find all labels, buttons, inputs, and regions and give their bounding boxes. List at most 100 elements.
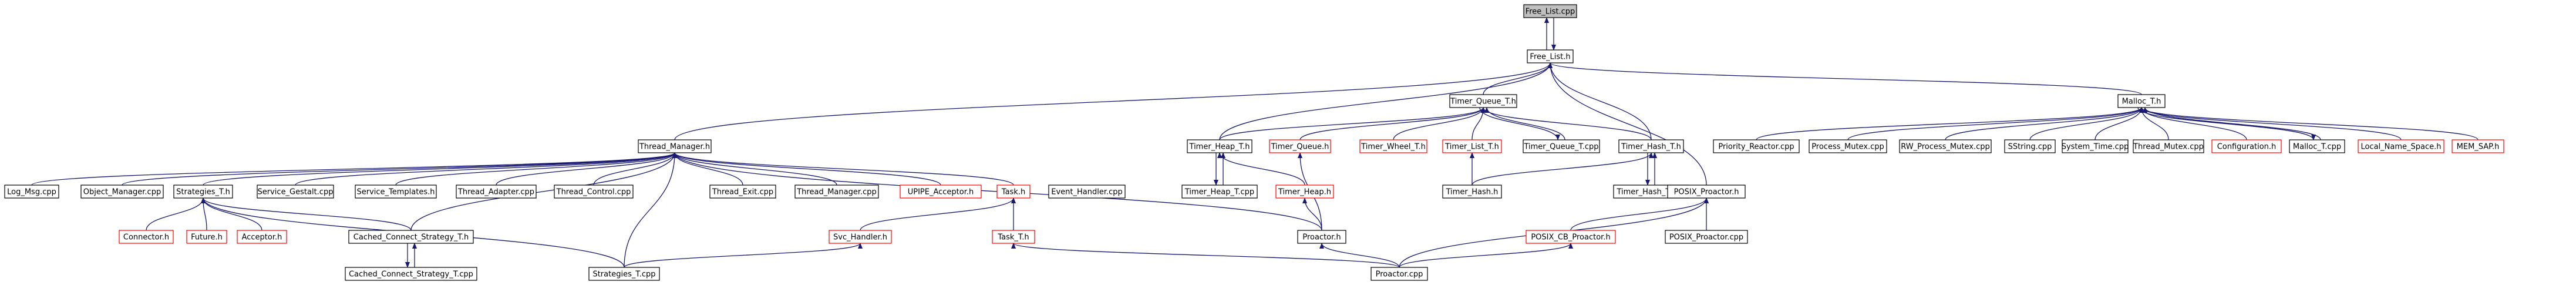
node-local-name-space-h[interactable]: Local_Name_Space.h: [2358, 139, 2444, 153]
node-box: [4, 185, 59, 199]
node-box: [1048, 185, 1126, 199]
node-mem-sap-h[interactable]: MEM_SAP.h: [2452, 139, 2504, 153]
node-posix-cb-proactor-h[interactable]: POSIX_CB_Proactor.h: [1526, 230, 1616, 244]
node-event-handler-cpp[interactable]: Event_Handler.cpp: [1048, 185, 1126, 199]
node-malloc-t-h[interactable]: Malloc_T.h: [2117, 94, 2166, 108]
node-label: Process_Mutex.cpp: [1811, 143, 1884, 152]
edge-proactor-cpp-to-posix-cb-proactor-h: [1399, 243, 1573, 268]
edge-task-h-to-thread-manager-h: [672, 152, 1014, 186]
node-label: Malloc_T.h: [2122, 98, 2161, 106]
node-label: Thread_Manager.cpp: [796, 188, 877, 197]
node-timer-queue-h[interactable]: Timer_Queue.h: [1269, 139, 1331, 153]
node-priority-reactor-cpp[interactable]: Priority_Reactor.cpp: [1713, 139, 1800, 153]
node-box: [900, 185, 982, 199]
node-label: Local_Name_Space.h: [2361, 143, 2441, 152]
node-label: Free_List.cpp: [1526, 8, 1575, 16]
node-connector-h[interactable]: Connector.h: [119, 230, 174, 244]
node-thread-manager-h[interactable]: Thread_Manager.h: [638, 139, 712, 153]
node-thread-mutex-cpp[interactable]: Thread_Mutex.cpp: [2133, 139, 2204, 153]
node-posix-proactor-cpp[interactable]: POSIX_Proactor.cpp: [1665, 230, 1748, 244]
edge-malloc-t-cpp-to-malloc-t-h: [2143, 107, 2321, 140]
node-label: Event_Handler.cpp: [1051, 188, 1123, 197]
edge-service-templates-h-to-thread-manager-h: [395, 152, 677, 186]
node-future-h[interactable]: Future.h: [186, 230, 227, 244]
edge-mem-sap-h-to-malloc-t-h: [2139, 107, 2479, 140]
node-label: Free_List.h: [1530, 53, 1570, 62]
node-svc-handler-h[interactable]: Svc_Handler.h: [829, 230, 892, 244]
node-label: System_Time.cpp: [2062, 143, 2129, 152]
node-label: Thread_Mutex.cpp: [2133, 143, 2204, 152]
node-system-time-cpp[interactable]: System_Time.cpp: [2062, 139, 2129, 153]
node-proactor-cpp[interactable]: Proactor.cpp: [1371, 267, 1428, 281]
node-label: Svc_Handler.h: [833, 233, 887, 242]
node-configuration-h[interactable]: Configuration.h: [2211, 139, 2282, 153]
edge-object-manager-cpp-to-thread-manager-h: [122, 152, 677, 186]
node-process-mutex-cpp[interactable]: Process_Mutex.cpp: [1809, 139, 1887, 153]
node-box: [2133, 139, 2204, 153]
node-proactor-h[interactable]: Proactor.h: [1297, 230, 1346, 244]
node-timer-queue-t-cpp[interactable]: Timer_Queue_T.cpp: [1523, 139, 1600, 153]
node-box: [355, 185, 437, 199]
edge-timer-hash-t-h-to-timer-queue-t-h: [1481, 107, 1652, 140]
node-service-templates-h[interactable]: Service_Templates.h: [355, 185, 437, 199]
node-service-gestalt-cpp[interactable]: Service_Gestalt.cpp: [257, 185, 334, 199]
edge-timer-queue-t-cpp-to-timer-queue-t-h: [1484, 107, 1565, 140]
node-strategies-t-cpp[interactable]: Strategies_T.cpp: [588, 267, 660, 281]
node-acceptor-h[interactable]: Acceptor.h: [237, 230, 287, 244]
node-log-msg-cpp[interactable]: Log_Msg.cpp: [4, 185, 59, 199]
node-task-t-h[interactable]: Task_T.h: [992, 230, 1035, 244]
node-thread-exit-cpp[interactable]: Thread_Exit.cpp: [709, 185, 776, 199]
node-label: Acceptor.h: [242, 233, 282, 242]
node-box: [2211, 139, 2282, 153]
edge-svc-handler-h-to-task-h: [860, 197, 1016, 231]
edge-malloc-t-h-to-malloc-t-cpp: [2137, 107, 2316, 140]
node-box: [1526, 230, 1616, 244]
node-box: [257, 185, 334, 199]
edge-connector-h-to-strategies-t-h: [146, 197, 206, 231]
node-thread-manager-cpp[interactable]: Thread_Manager.cpp: [794, 185, 879, 199]
edge-timer-queue-t-h-to-free-list-h: [1483, 62, 1553, 95]
node-timer-hash-h[interactable]: Timer_Hash.h: [1442, 185, 1502, 199]
edge-rw-process-mutex-cpp-to-malloc-t-h: [1945, 107, 2144, 140]
edge-timer-heap-t-h-to-timer-queue-t-h: [1219, 107, 1486, 140]
node-strategies-t-h[interactable]: Strategies_T.h: [173, 185, 233, 199]
node-rw-process-mutex-cpp[interactable]: RW_Process_Mutex.cpp: [1899, 139, 1992, 153]
node-box: [1371, 267, 1428, 281]
node-timer-wheel-t-h[interactable]: Timer_Wheel_T.h: [1359, 139, 1427, 153]
node-timer-heap-h[interactable]: Timer_Heap.h: [1275, 185, 1334, 199]
node-timer-queue-t-h[interactable]: Timer_Queue_T.h: [1449, 94, 1517, 108]
node-thread-control-cpp[interactable]: Thread_Control.cpp: [554, 185, 634, 199]
node-box: [1181, 185, 1258, 199]
node-cached-connect-strategy-t-cpp[interactable]: Cached_Connect_Strategy_T.cpp: [345, 267, 477, 281]
node-malloc-t-cpp[interactable]: Malloc_T.cpp: [2289, 139, 2345, 153]
node-box: [2062, 139, 2129, 153]
node-cached-connect-strategy-t-h[interactable]: Cached_Connect_Strategy_T.h: [348, 230, 474, 244]
node-task-h[interactable]: Task.h: [996, 185, 1031, 199]
node-timer-heap-t-cpp[interactable]: Timer_Heap_T.cpp: [1181, 185, 1258, 199]
node-label: UPIPE_Acceptor.h: [908, 188, 974, 197]
node-timer-heap-t-h[interactable]: Timer_Heap_T.h: [1187, 139, 1252, 153]
node-sstring-cpp[interactable]: SString.cpp: [2004, 139, 2056, 153]
node-box: [1665, 230, 1748, 244]
node-box: [1359, 139, 1427, 153]
node-timer-list-t-h[interactable]: Timer_List_T.h: [1442, 139, 1502, 153]
node-posix-proactor-h[interactable]: POSIX_Proactor.h: [1667, 185, 1746, 199]
node-free-list-h[interactable]: Free_List.h: [1527, 49, 1574, 63]
node-label: Timer_Queue_T.h: [1450, 98, 1516, 106]
node-thread-adapter-cpp[interactable]: Thread_Adapter.cpp: [456, 185, 537, 199]
node-label: Malloc_T.cpp: [2293, 143, 2341, 152]
node-upipe-acceptor-h[interactable]: UPIPE_Acceptor.h: [900, 185, 982, 199]
node-label: POSIX_Proactor.h: [1674, 188, 1739, 197]
edge-proactor-cpp-to-task-t-h: [1011, 243, 1400, 268]
node-box: [1527, 49, 1574, 63]
edge-local-name-space-h-to-malloc-t-h: [2139, 107, 2402, 140]
node-free-list-cpp[interactable]: Free_List.cpp: [1523, 4, 1577, 18]
node-box: [1809, 139, 1887, 153]
node-label: Cached_Connect_Strategy_T.h: [353, 233, 469, 242]
edge-sstring-cpp-to-malloc-t-h: [2029, 107, 2144, 140]
node-object-manager-cpp[interactable]: Object_Manager.cpp: [80, 185, 164, 199]
node-timer-hash-t-h[interactable]: Timer_Hash_T.h: [1618, 139, 1684, 153]
node-box: [1667, 185, 1746, 199]
edge-thread-adapter-cpp-to-thread-manager-h: [496, 152, 677, 186]
node-label: Timer_Heap_T.h: [1189, 143, 1250, 152]
